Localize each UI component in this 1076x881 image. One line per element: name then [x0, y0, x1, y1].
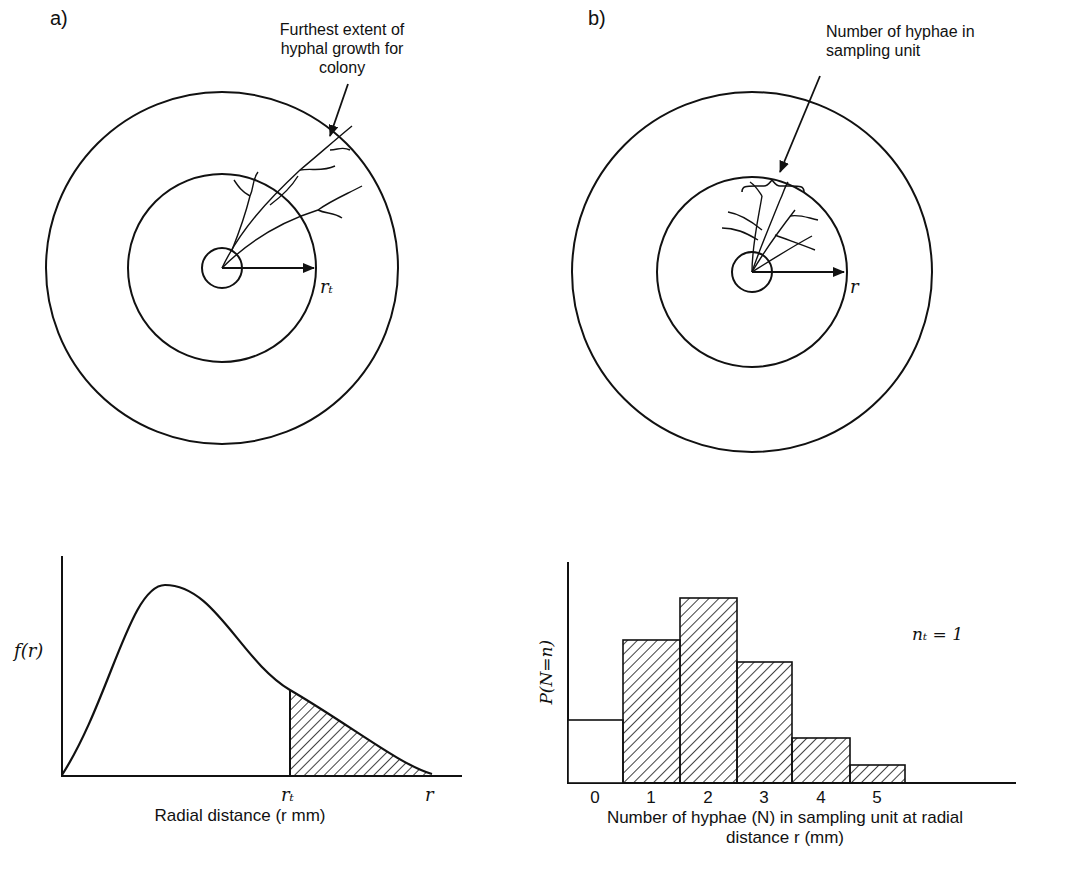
- radius-arrow: [752, 271, 844, 273]
- axis-label: P(N=n): [536, 640, 556, 705]
- density-curve: [62, 585, 432, 775]
- tick-label: 1: [646, 788, 655, 808]
- parameter-label: nₜ = 1: [912, 624, 963, 644]
- axes: [567, 562, 1016, 783]
- axis-label: f(r): [14, 640, 43, 662]
- tick-label: rₜ: [281, 784, 294, 806]
- threshold-line: [289, 690, 291, 776]
- hatched-tail: [290, 585, 432, 776]
- hyphae: [722, 182, 818, 272]
- radius-arrow: [222, 267, 314, 269]
- bracket: [742, 180, 804, 192]
- axis-title: Number of hyphae (N) in sampling unit at…: [580, 808, 990, 849]
- tick-label: 5: [872, 788, 881, 808]
- leader-arrow: [780, 76, 820, 172]
- hyphae: [222, 126, 362, 268]
- annotation: Number of hyphae in sampling unit: [826, 22, 991, 60]
- histogram-bars: [623, 598, 905, 783]
- tick-label: 3: [759, 788, 768, 808]
- tick-label: 0: [590, 788, 599, 808]
- histogram-bar: [568, 720, 623, 783]
- panel-letter: b): [588, 6, 606, 30]
- tick-label: 4: [816, 788, 825, 808]
- tick-label: 2: [703, 788, 712, 808]
- axes: [61, 556, 462, 776]
- panel-letter: a): [50, 6, 68, 30]
- tick-label: r: [425, 784, 434, 806]
- leader-arrow: [330, 84, 348, 136]
- radius-label: rₜ: [320, 276, 333, 298]
- colony-rings: [46, 92, 398, 444]
- annotation: Furthest extent of hyphal growth for col…: [262, 20, 422, 78]
- colony-rings: [572, 92, 932, 452]
- axis-title: Radial distance (r mm): [90, 806, 390, 826]
- radius-label: r: [850, 276, 859, 298]
